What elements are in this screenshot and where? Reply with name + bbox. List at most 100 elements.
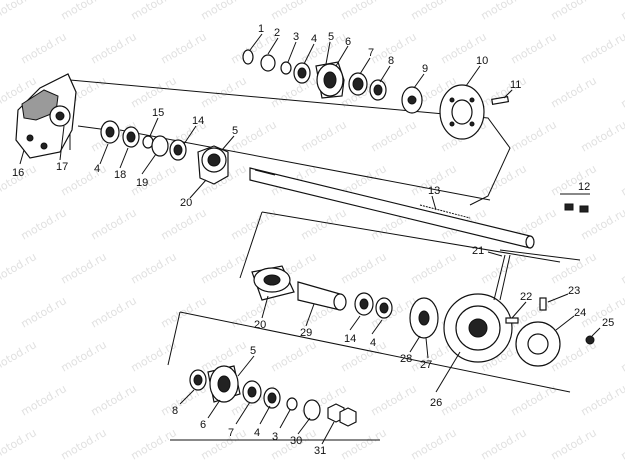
watermark-text: motod.ru (89, 30, 139, 66)
watermark-text: motod.ru (89, 294, 139, 330)
watermark-text: motod.ru (129, 426, 179, 462)
callout-15: 15 (152, 107, 164, 119)
watermark-text: motod.ru (409, 250, 459, 286)
watermark-text: motod.ru (619, 250, 625, 286)
callout-4-left: 4 (94, 163, 100, 175)
watermark-text: motod.ru (409, 426, 459, 462)
callout-21: 21 (472, 245, 484, 257)
watermark-text: motod.ru (129, 338, 179, 374)
callout-8-low: 8 (172, 405, 178, 417)
watermark-text: motod.ru (159, 206, 209, 242)
brake-caliper (15, 73, 77, 159)
callout-7: 7 (368, 47, 374, 59)
callout-25: 25 (602, 317, 614, 329)
middle-assembly-frame (239, 211, 581, 279)
watermark-text: motod.ru (59, 338, 109, 374)
callout-18: 18 (114, 169, 126, 181)
callout-20: 20 (180, 197, 192, 209)
watermark-text: motod.ru (619, 426, 625, 462)
callout-3-low: 3 (272, 431, 278, 443)
callout-16: 16 (12, 167, 24, 179)
watermark-text: motod.ru (549, 0, 599, 23)
watermark-text: motod.ru (19, 382, 69, 418)
watermark-text: motod.ru (619, 338, 625, 374)
callout-5-left: 5 (232, 125, 238, 137)
watermark-text: motod.ru (269, 74, 319, 110)
callout-29: 29 (300, 327, 312, 339)
sprocket-assembly (409, 254, 595, 367)
callout-labels: 1 2 3 4 5 6 7 8 9 10 11 12 13 14 15 16 1… (12, 23, 614, 457)
watermark-text: motod.ru (549, 162, 599, 198)
callout-22: 22 (520, 291, 532, 303)
callout-9: 9 (422, 63, 428, 75)
watermark-text: motod.ru (339, 0, 389, 23)
callout-6-low: 6 (200, 419, 206, 431)
watermark-text: motod.ru (339, 250, 389, 286)
callout-26: 26 (430, 397, 442, 409)
callout-30: 30 (290, 435, 302, 447)
watermark-text: motod.ru (269, 0, 319, 23)
callout-7-low: 7 (228, 427, 234, 439)
watermark-text: motod.ru (129, 250, 179, 286)
callout-23: 23 (568, 285, 580, 297)
washer (260, 54, 276, 72)
callout-27: 27 (420, 359, 432, 371)
watermark-text: motod.ru (19, 294, 69, 330)
callout-5-low: 5 (250, 345, 256, 357)
watermark-text: motod.ru (0, 426, 39, 462)
watermark-text: motod.ru (369, 382, 419, 418)
watermark-text: motod.ru (299, 30, 349, 66)
watermark-text: motod.ru (269, 338, 319, 374)
bolt-kit (560, 193, 590, 213)
watermark-text: motod.ru (0, 250, 39, 286)
watermark-text: motod.ru (479, 426, 529, 462)
callout-13: 13 (428, 185, 440, 197)
watermark-text: motod.ru (509, 382, 559, 418)
callout-2: 2 (274, 27, 280, 39)
watermark-text: motod.ru (549, 426, 599, 462)
watermark-text: motod.ru (19, 30, 69, 66)
watermark-text: motod.ru (199, 0, 249, 23)
watermark-text: motod.ru (89, 382, 139, 418)
snap-ring (242, 49, 254, 65)
watermark-text: motod.ru (339, 426, 389, 462)
watermark-text: motod.ru (129, 74, 179, 110)
callout-10: 10 (476, 55, 488, 67)
upper-parts (242, 49, 510, 140)
watermark-text: motod.ru (369, 118, 419, 154)
watermark-text: motod.ru (549, 74, 599, 110)
watermark-text: motod.ru (59, 250, 109, 286)
watermark-text: motod.ru (479, 0, 529, 23)
callout-24: 24 (574, 307, 586, 319)
watermark-text: motod.ru (579, 118, 625, 154)
watermark-text: motod.ru (549, 250, 599, 286)
callout-31: 31 (314, 445, 326, 457)
watermark-text: motod.ru (579, 382, 625, 418)
watermark-text: motod.ru (299, 206, 349, 242)
bolt (491, 95, 510, 106)
middle-parts (251, 265, 393, 319)
watermark-text: motod.ru (509, 118, 559, 154)
watermark-text: motod.ru (89, 206, 139, 242)
watermark-text: motod.ru (0, 338, 39, 374)
leader-lines (19, 33, 601, 445)
watermark-text: motod.ru (479, 162, 529, 198)
watermark-text: motod.ru (619, 0, 625, 23)
callout-14: 14 (192, 115, 204, 127)
watermark-text: motod.ru (19, 206, 69, 242)
watermark-text: motod.ru (0, 0, 39, 23)
callout-4-low: 4 (254, 427, 260, 439)
watermark-text: motod.ru (439, 382, 489, 418)
callout-3: 3 (293, 31, 299, 43)
callout-5: 5 (328, 31, 334, 43)
callout-6: 6 (345, 36, 351, 48)
callout-1: 1 (258, 23, 264, 35)
watermark-text: motod.ru (59, 0, 109, 23)
callout-14-mid: 14 (344, 333, 356, 345)
callout-20-mid: 20 (254, 319, 266, 331)
watermark-text: motod.ru (199, 426, 249, 462)
watermark-text: motod.ru (129, 0, 179, 23)
watermark-text: motod.ru (59, 426, 109, 462)
